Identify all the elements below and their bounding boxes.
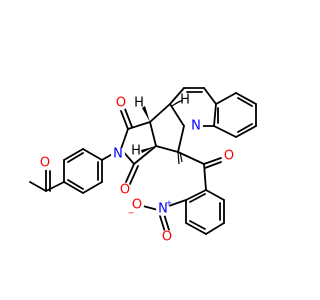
atom-n-imide: N (113, 147, 123, 162)
atom-o-nitro-down: O (162, 230, 172, 245)
atom-o-imide-top: O (116, 96, 126, 111)
hashed-bond (177, 151, 183, 165)
atom-h-right: H (180, 93, 190, 108)
atom-n-nitro: N (158, 202, 168, 217)
atom-o-nitro-left: O (132, 198, 142, 213)
stereo-bonds (141, 99, 184, 165)
atom-n-ring: N (191, 119, 201, 134)
wedge-bond (142, 106, 150, 122)
atom-o-ketone: O (224, 149, 234, 164)
charge-plus: + (166, 199, 173, 208)
atom-o-imide-bottom: O (120, 183, 130, 198)
atom-h-top: H (134, 96, 144, 111)
charge-minus: − (128, 209, 135, 218)
atom-labels: O O O O N N N + O − O H H H (38, 93, 236, 245)
molecule-structure: O O O O N N N + O − O H H H (29, 87, 257, 245)
wedge-bond (141, 146, 156, 153)
hashed-bond (171, 99, 184, 107)
atom-o-acetyl: O (40, 156, 50, 171)
atom-h-mid: H (131, 144, 141, 159)
